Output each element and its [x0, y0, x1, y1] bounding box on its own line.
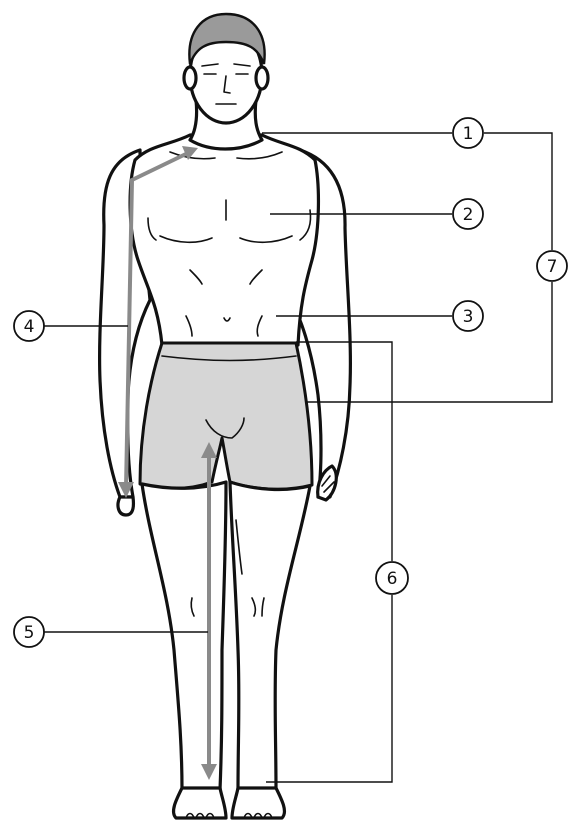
- callout-3-label: 3: [463, 307, 474, 327]
- callout-7: 7: [537, 251, 567, 281]
- right-ear: [256, 67, 268, 89]
- right-leg: [230, 482, 310, 790]
- callout-2: 2: [453, 199, 483, 229]
- human-figure: [100, 14, 351, 818]
- callout-3: 3: [453, 301, 483, 331]
- shorts: [140, 343, 312, 489]
- callout-5: 5: [14, 617, 44, 647]
- left-hand: [118, 497, 133, 515]
- callout-4-label: 4: [24, 317, 35, 337]
- callout-5-label: 5: [24, 623, 35, 643]
- left-ear: [184, 67, 196, 89]
- callout-1-label: 1: [463, 124, 474, 144]
- callout-2-label: 2: [463, 205, 474, 225]
- callout-7-label: 7: [547, 257, 558, 277]
- callout-4: 4: [14, 311, 44, 341]
- callout-6: 6: [376, 562, 408, 594]
- left-leg: [142, 482, 226, 790]
- callout-6-label: 6: [387, 569, 398, 589]
- callout-1: 1: [453, 118, 483, 148]
